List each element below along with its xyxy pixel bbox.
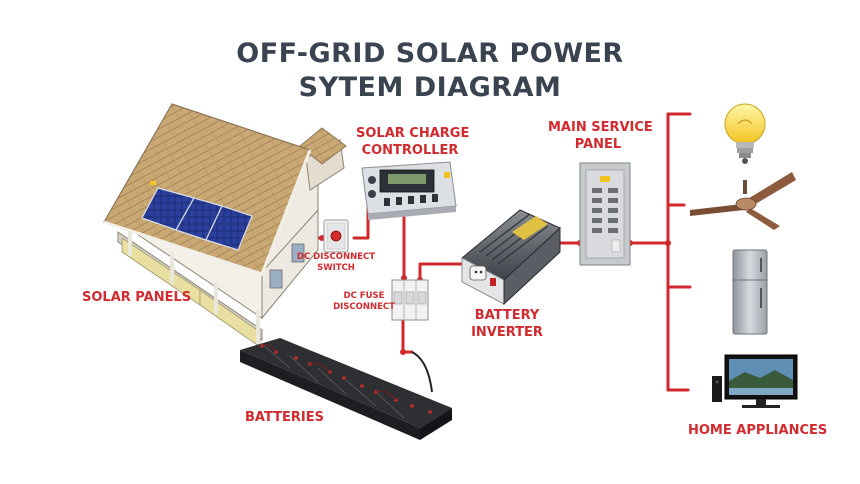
battery-inverter bbox=[461, 209, 561, 306]
label-dc-disconnect-line-2: SWITCH bbox=[317, 263, 355, 273]
refrigerator bbox=[732, 249, 768, 335]
wire-fuse-to-inverter bbox=[418, 262, 468, 282]
label-batteries: BATTERIES bbox=[245, 410, 324, 425]
label-dc-fuse-line-2: DISCONNECT bbox=[333, 302, 395, 312]
label-service-panel-line-2: PANEL bbox=[574, 137, 622, 152]
light-bulb bbox=[724, 103, 766, 164]
diagram-title-line-2: SYTEM DIAGRAM bbox=[298, 72, 562, 103]
label-inverter-line-1: BATTERY bbox=[474, 308, 540, 323]
label-dc-fuse-disconnect: DC FUSE DISCONNECT bbox=[332, 291, 396, 313]
label-charge-controller-line-2: CONTROLLER bbox=[361, 143, 459, 158]
label-battery-inverter: BATTERY INVERTER bbox=[464, 307, 550, 341]
label-main-service-panel: MAIN SERVICE PANEL bbox=[548, 119, 653, 153]
label-dc-disconnect-switch: DC DISCONNECT SWITCH bbox=[296, 252, 376, 274]
label-inverter-line-2: INVERTER bbox=[471, 325, 543, 340]
label-solar-panels: SOLAR PANELS bbox=[82, 290, 192, 305]
solar-panel-array bbox=[141, 187, 253, 251]
dc-disconnect-switch bbox=[323, 219, 349, 253]
diagram-title-line-1: OFF-GRID SOLAR POWER bbox=[236, 38, 624, 69]
label-service-panel-line-1: MAIN SERVICE bbox=[548, 120, 653, 135]
battery-bank bbox=[240, 338, 452, 440]
solar-charge-controller bbox=[361, 161, 457, 220]
house-illustration bbox=[103, 103, 347, 348]
label-home-appliances: HOME APPLIANCES bbox=[688, 423, 828, 438]
label-charge-controller: SOLAR CHARGE CONTROLLER bbox=[356, 125, 470, 159]
label-charge-controller-line-1: SOLAR CHARGE bbox=[356, 126, 470, 141]
label-dc-fuse-line-1: DC FUSE bbox=[343, 291, 385, 301]
television bbox=[712, 354, 798, 408]
dc-fuse-disconnect bbox=[391, 279, 429, 321]
ceiling-fan bbox=[690, 172, 796, 230]
wire-fuse-to-batteries bbox=[401, 316, 414, 354]
label-dc-disconnect-line-1: DC DISCONNECT bbox=[296, 252, 376, 262]
main-service-panel bbox=[579, 162, 631, 266]
